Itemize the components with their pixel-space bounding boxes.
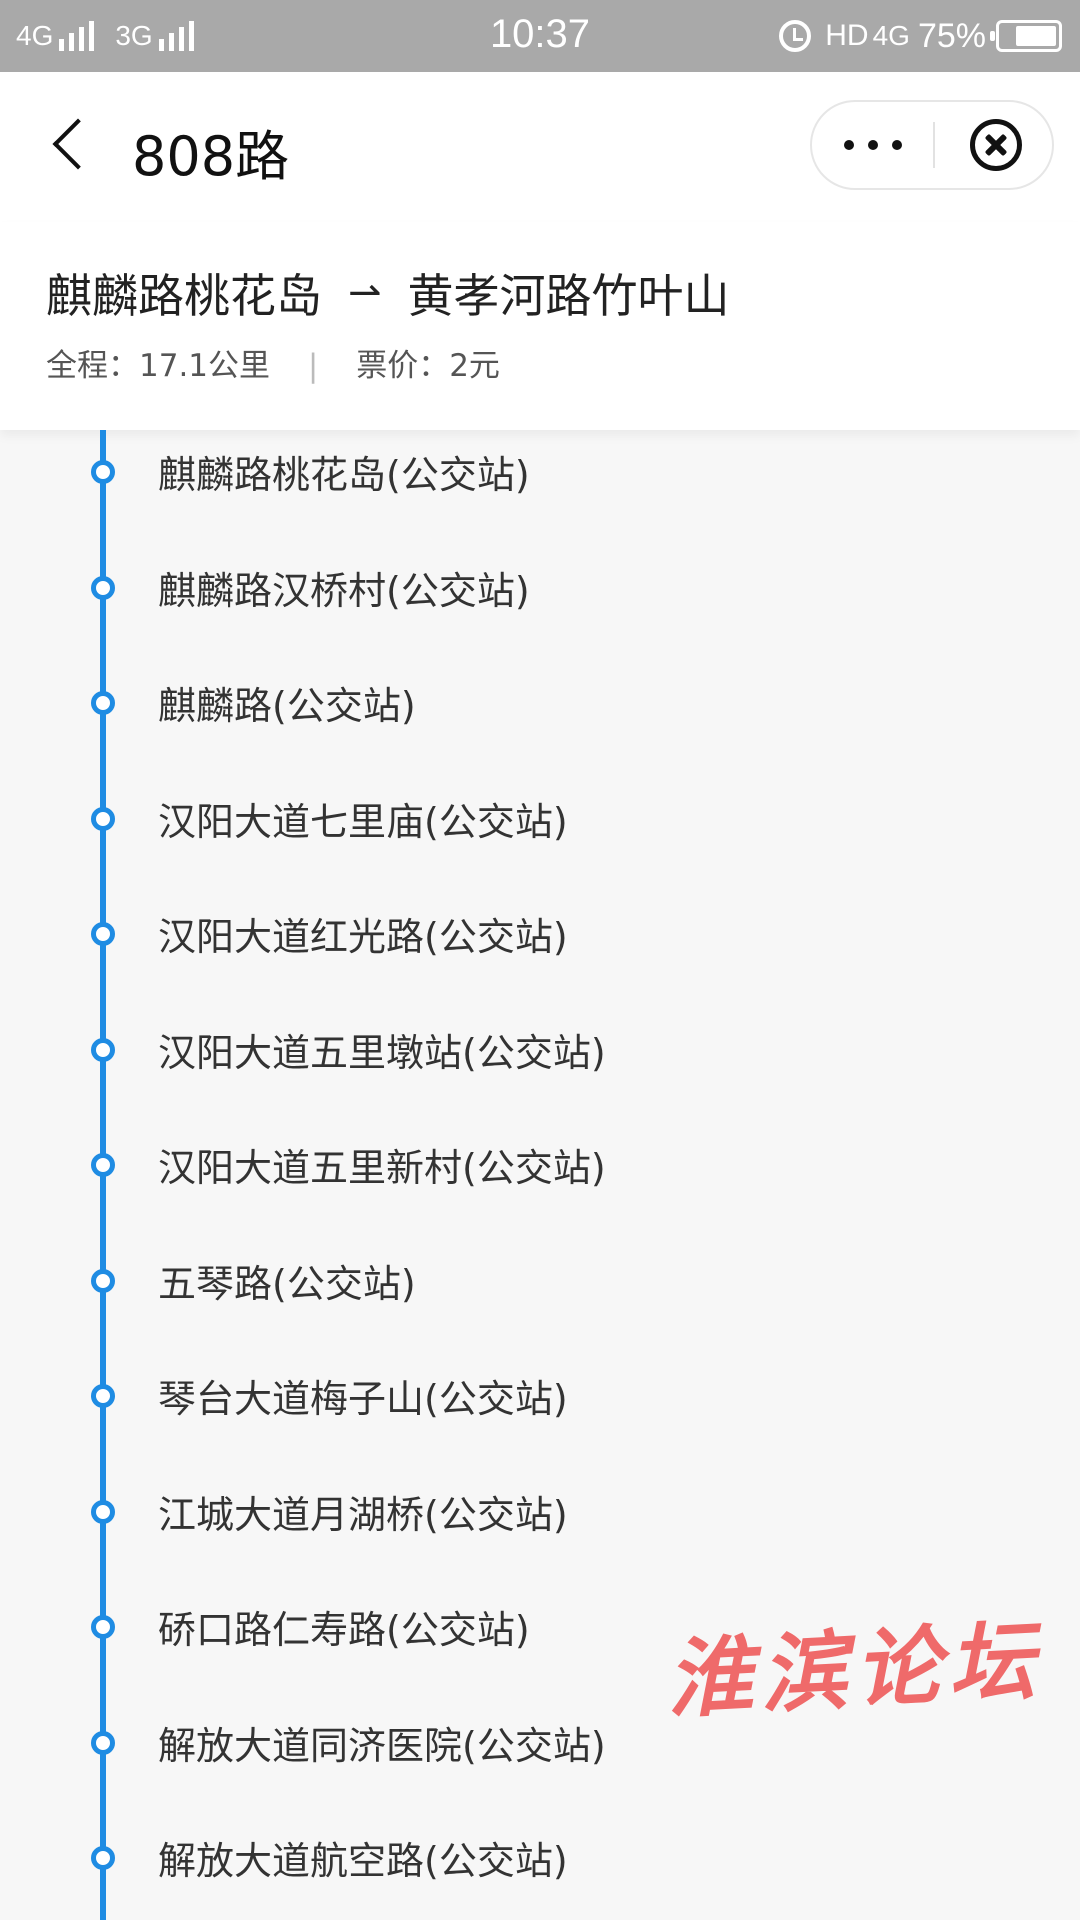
stop-item[interactable]: 麒麟路汉桥村(公交站) bbox=[0, 569, 1080, 691]
stop-item[interactable]: 解放大道航空路(公交站) bbox=[0, 1839, 1080, 1920]
stop-dot-icon bbox=[91, 1615, 115, 1639]
route-meta: 全程：17.1公里 | 票价：2元 bbox=[46, 340, 500, 385]
signal-group: 4G 3G bbox=[16, 16, 215, 56]
stop-item[interactable]: 汉阳大道五里新村(公交站) bbox=[0, 1146, 1080, 1268]
hd-indicator: HD bbox=[825, 19, 869, 52]
stop-dot-icon bbox=[91, 1846, 115, 1870]
stop-name: 麒麟路桃花岛(公交站) bbox=[158, 453, 530, 497]
stop-name: 麒麟路汉桥村(公交站) bbox=[158, 568, 530, 613]
route-fare: 票价：2元 bbox=[356, 348, 500, 384]
stop-dot-icon bbox=[91, 1499, 115, 1524]
status-right-group: HD 4G 75% bbox=[779, 16, 1062, 56]
stop-dot-icon bbox=[91, 1037, 115, 1062]
stop-name: 汉阳大道红光路(公交站) bbox=[158, 915, 568, 959]
route-distance: 全程：17.1公里 bbox=[46, 348, 271, 384]
stop-name: 汉阳大道七里庙(公交站) bbox=[158, 799, 568, 844]
battery-icon bbox=[990, 20, 1062, 52]
meta-separator: | bbox=[307, 348, 319, 384]
stop-name: 五琴路(公交站) bbox=[158, 1261, 416, 1306]
stop-name: 硚口路仁寿路(公交站) bbox=[158, 1608, 530, 1652]
signal-icon bbox=[59, 21, 99, 51]
stop-dot-icon bbox=[91, 1268, 115, 1293]
stop-item[interactable]: 汉阳大道七里庙(公交站) bbox=[0, 800, 1080, 922]
miniprogram-capsule bbox=[810, 100, 1054, 190]
stop-item[interactable]: 硚口路仁寿路(公交站) bbox=[0, 1608, 1080, 1730]
stop-dot-icon bbox=[91, 1384, 115, 1408]
stop-dot-icon bbox=[91, 922, 115, 946]
stop-dot-icon bbox=[91, 460, 115, 484]
signal-icon bbox=[158, 21, 199, 51]
stop-item[interactable]: 解放大道同济医院(公交站) bbox=[0, 1724, 1080, 1846]
stop-dot-icon bbox=[91, 691, 115, 715]
stop-item[interactable]: 琴台大道梅子山(公交站) bbox=[0, 1377, 1080, 1499]
stop-item[interactable]: 汉阳大道红光路(公交站) bbox=[0, 915, 1080, 1037]
stop-name: 汉阳大道五里墩站(公交站) bbox=[158, 1030, 606, 1075]
network-type-3: 4G bbox=[872, 20, 910, 51]
back-chevron-icon[interactable] bbox=[46, 116, 102, 172]
stop-dot-icon bbox=[91, 806, 115, 831]
stop-name: 解放大道航空路(公交站) bbox=[158, 1839, 568, 1883]
stop-item[interactable]: 麒麟路(公交站) bbox=[0, 684, 1080, 806]
stop-name: 琴台大道梅子山(公交站) bbox=[158, 1377, 568, 1421]
stop-name: 解放大道同济医院(公交站) bbox=[158, 1723, 606, 1768]
route-summary: 麒麟路桃花岛 ⇀ 黄孝河路竹叶山 全程：17.1公里 | 票价：2元 bbox=[0, 222, 1080, 430]
stop-name: 江城大道月湖桥(公交站) bbox=[158, 1492, 568, 1537]
stop-dot-icon bbox=[91, 1153, 115, 1177]
page-title: 808路 bbox=[132, 125, 290, 188]
stop-dot-icon bbox=[91, 575, 115, 600]
alarm-icon bbox=[779, 20, 812, 52]
network-type-1: 4G bbox=[16, 20, 54, 51]
stop-dot-icon bbox=[91, 1730, 115, 1755]
stop-name: 麒麟路(公交站) bbox=[158, 684, 416, 728]
stop-list: 麒麟路桃花岛(公交站) 麒麟路汉桥村(公交站) 麒麟路(公交站) 汉阳大道七里庙(公交… bbox=[0, 430, 1080, 1920]
stop-item[interactable]: 麒麟路桃花岛(公交站) bbox=[0, 453, 1080, 575]
route-origin: 麒麟路桃花岛 bbox=[46, 269, 322, 323]
stop-item[interactable]: 汉阳大道五里墩站(公交站) bbox=[0, 1031, 1080, 1153]
status-bar: 4G 3G 10:37 HD 4G 75% bbox=[0, 0, 1080, 72]
network-type-2: 3G bbox=[115, 20, 153, 51]
stop-name: 汉阳大道五里新村(公交站) bbox=[158, 1146, 606, 1190]
close-circle-icon[interactable] bbox=[970, 119, 1022, 171]
battery-percent: 75% bbox=[917, 16, 986, 55]
stop-item[interactable]: 江城大道月湖桥(公交站) bbox=[0, 1493, 1080, 1615]
more-dots-icon[interactable] bbox=[812, 102, 934, 188]
stop-item[interactable]: 五琴路(公交站) bbox=[0, 1262, 1080, 1384]
capsule-divider bbox=[933, 122, 935, 168]
route-arrow-icon: ⇀ bbox=[348, 270, 382, 316]
route-endpoints: 麒麟路桃花岛 ⇀ 黄孝河路竹叶山 bbox=[46, 260, 730, 326]
watermark: 淮滨论坛 bbox=[664, 1610, 1045, 1731]
battery-level bbox=[1015, 26, 1056, 46]
route-destination: 黄孝河路竹叶山 bbox=[407, 269, 730, 323]
